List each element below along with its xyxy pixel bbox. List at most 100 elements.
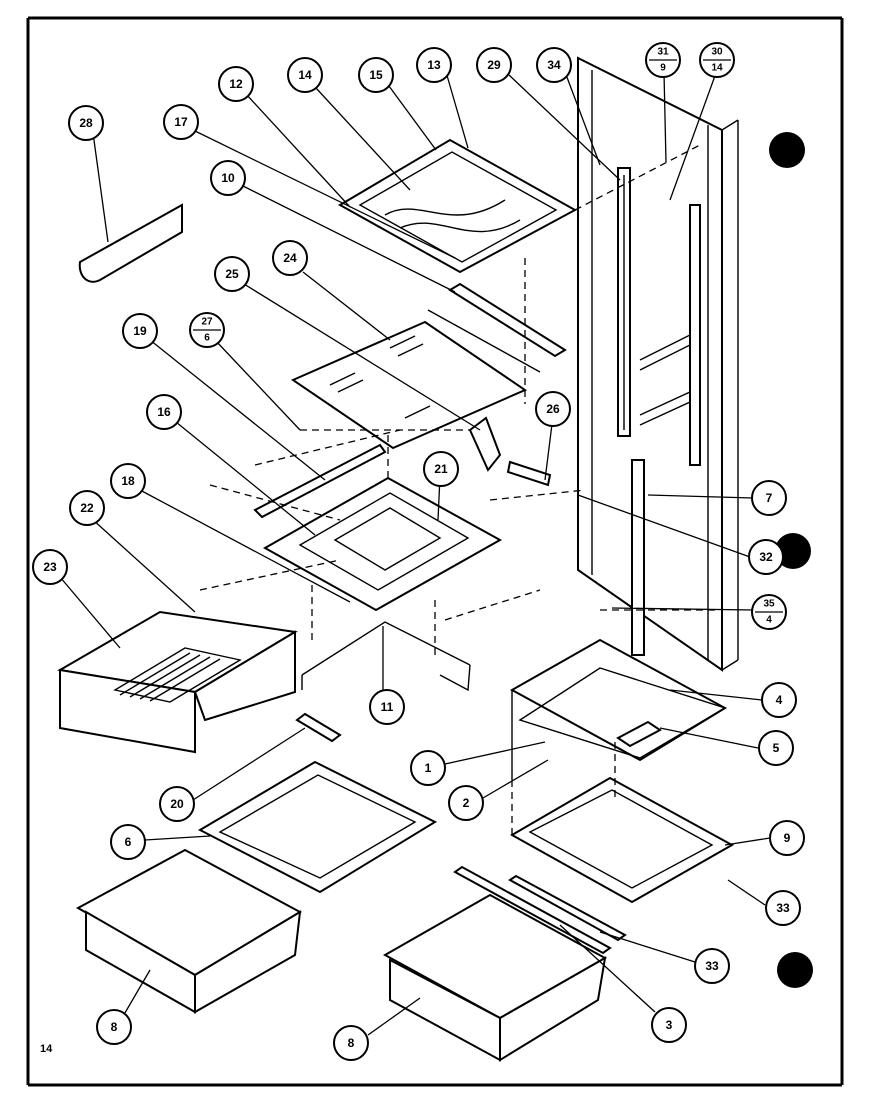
callout-27-over-6: 276 [189, 312, 225, 348]
binder-hole-top [769, 132, 805, 168]
crisper-cover-frame [262, 476, 503, 612]
support-bar-19 [253, 443, 387, 519]
callout-16: 16 [146, 394, 182, 430]
callout-7: 7 [751, 480, 787, 516]
callout-18-label: 18 [121, 474, 135, 488]
callout-20: 20 [159, 786, 195, 822]
callout-19-label: 19 [133, 324, 147, 338]
callout-10-label: 10 [221, 171, 235, 185]
crisper-bin-right [382, 893, 608, 1062]
cabinet-liner-wall [577, 56, 739, 672]
callout-29: 29 [476, 47, 512, 83]
slide-rail-20 [295, 712, 342, 743]
crisper-frame-9 [509, 776, 735, 904]
callout-4: 4 [761, 682, 797, 718]
callout-17: 17 [163, 104, 199, 140]
callout-34-label: 34 [547, 58, 561, 72]
callout-22-label: 22 [80, 501, 94, 515]
callout-29-label: 29 [487, 58, 501, 72]
glass-shelf-6 [197, 760, 438, 894]
callout-33-lower: 33 [694, 948, 730, 984]
callout-30-bottom: 14 [711, 63, 723, 74]
callout-2-label: 2 [463, 796, 470, 810]
callout-group: 28 12 14 15 13 29 34 17 10 24 25 19 16 1… [32, 42, 805, 1061]
shelf-rail-10 [427, 282, 567, 373]
callout-14: 14 [287, 57, 323, 93]
callout-11-label: 11 [381, 700, 394, 714]
alignment-lines [199, 144, 720, 835]
binder-hole-middle [775, 533, 811, 569]
callout-20-label: 20 [170, 797, 184, 811]
callout-13-label: 13 [427, 58, 441, 72]
callout-31-over-9: 319 [645, 42, 681, 78]
callout-8-left: 8 [96, 1009, 132, 1045]
dairy-pan-28 [78, 203, 183, 283]
callout-32-label: 32 [759, 550, 773, 564]
callout-30-top: 30 [711, 47, 723, 58]
callout-33-upper-label: 33 [776, 901, 790, 915]
callout-11: 11 [369, 689, 405, 725]
callout-22: 22 [69, 490, 105, 526]
callout-9: 9 [769, 820, 805, 856]
callout-12-label: 12 [229, 77, 243, 91]
callout-6-label: 6 [125, 835, 132, 849]
shelf-support-brackets [639, 333, 691, 426]
callout-34: 34 [536, 47, 572, 83]
callout-28: 28 [68, 105, 104, 141]
callout-31-bottom: 9 [660, 63, 666, 74]
callout-21-label: 21 [434, 462, 448, 476]
leader-lines [59, 71, 771, 1036]
callout-17-label: 17 [174, 115, 188, 129]
callout-23-label: 23 [43, 560, 57, 574]
callout-23: 23 [32, 549, 68, 585]
callout-18: 18 [110, 463, 146, 499]
shelf-ladder-rail-front [617, 167, 631, 437]
meat-keeper-drawer [57, 610, 298, 754]
callout-26: 26 [535, 391, 571, 427]
callout-13: 13 [416, 47, 452, 83]
callout-35-bottom: 4 [766, 615, 772, 626]
callout-21: 21 [423, 451, 459, 487]
callout-3-label: 3 [666, 1018, 673, 1032]
rail-3 [453, 865, 612, 955]
callout-7-label: 7 [766, 491, 773, 505]
shelf-ladder-rail-rear [689, 204, 701, 466]
callout-19: 19 [122, 313, 158, 349]
support-wire-11 [301, 621, 471, 692]
callout-15-label: 15 [369, 68, 383, 82]
callout-33-upper: 33 [765, 890, 801, 926]
crisper-cover-4 [509, 638, 727, 780]
callout-5-label: 5 [773, 741, 780, 755]
callout-24: 24 [272, 240, 308, 276]
callout-9-label: 9 [784, 831, 791, 845]
callout-8-right: 8 [333, 1025, 369, 1061]
callout-1: 1 [410, 750, 446, 786]
callout-28-label: 28 [79, 116, 93, 130]
callout-32: 32 [748, 539, 784, 575]
callout-25: 25 [214, 256, 250, 292]
bracket-26 [468, 416, 552, 487]
callout-35-top: 35 [763, 599, 775, 610]
callout-15: 15 [358, 57, 394, 93]
callout-33-lower-label: 33 [705, 959, 719, 973]
crisper-bin-left [75, 848, 303, 1014]
callout-5: 5 [758, 730, 794, 766]
callout-27-top: 27 [201, 317, 213, 328]
callout-6: 6 [110, 824, 146, 860]
vertical-rail-7 [631, 459, 645, 656]
callout-2: 2 [448, 785, 484, 821]
callout-4-label: 4 [776, 693, 783, 707]
callout-3: 3 [651, 1007, 687, 1043]
callout-24-label: 24 [283, 251, 297, 265]
callout-1-label: 1 [425, 761, 432, 775]
callout-10: 10 [210, 160, 246, 196]
callout-14-label: 14 [298, 68, 312, 82]
callout-16-label: 16 [157, 405, 171, 419]
callout-25-label: 25 [225, 267, 239, 281]
binder-hole-bottom [777, 952, 813, 988]
callout-27-bottom: 6 [204, 333, 210, 344]
callout-12: 12 [218, 66, 254, 102]
